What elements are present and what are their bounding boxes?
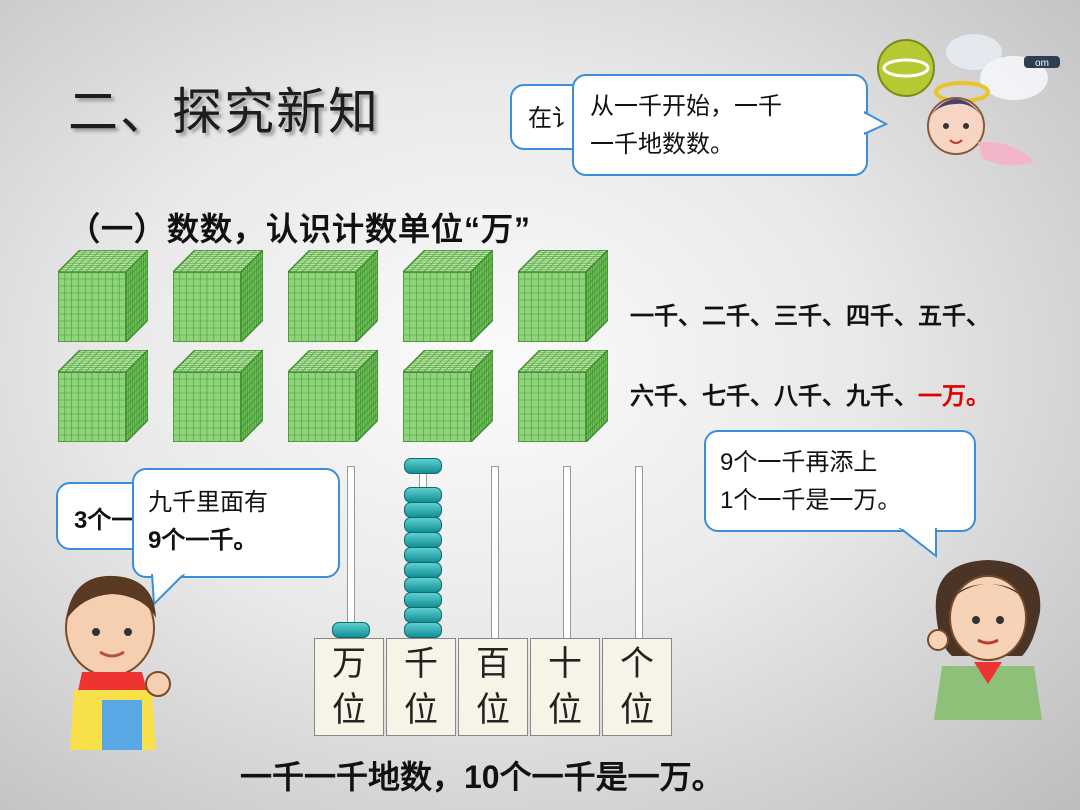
bubble-right-line-1: 9个一千再添上 — [720, 449, 878, 476]
bubble-top-tail — [864, 110, 889, 136]
place-value-name: 个 — [620, 644, 654, 684]
place-value-name: 万 — [332, 644, 366, 684]
place-value-suffix: 位 — [476, 690, 510, 730]
bubble-back-top-text: 在讠 — [528, 105, 576, 132]
place-value-label: 千位 — [386, 638, 456, 736]
counting-row-2-text: 六千、七千、八千、九千、 — [630, 383, 918, 410]
place-value-label: 百位 — [458, 638, 528, 736]
thousand-cube — [288, 350, 378, 442]
place-value-suffix: 位 — [332, 690, 366, 730]
bubble-right-tail — [898, 528, 937, 559]
abacus-bead — [404, 592, 442, 608]
counting-row-1-text: 一千、二千、三千、四千、五千、 — [630, 303, 990, 330]
girl-illustration — [922, 548, 1052, 720]
conclusion-text: 一千一千地数，10个一千是一万。 — [240, 759, 724, 795]
mascot-logo: om — [874, 30, 1064, 180]
abacus-rod — [347, 466, 355, 640]
thousand-cube — [403, 250, 493, 342]
place-value-suffix: 位 — [548, 690, 582, 730]
slide-title: 二、探究新知 — [68, 83, 380, 141]
counting-row-1: 一千、二千、三千、四千、五千、 — [630, 296, 990, 331]
place-value-label: 个位 — [602, 638, 672, 736]
section-subtitle: （一）数数，认识计数单位“万” — [68, 211, 532, 247]
thousand-cube — [518, 350, 608, 442]
place-value-name: 百 — [476, 644, 510, 684]
thousand-cube — [58, 350, 148, 442]
abacus-bead — [404, 607, 442, 623]
place-value-label: 万位 — [314, 638, 384, 736]
abacus-rod — [491, 466, 499, 640]
place-value-label: 十位 — [530, 638, 600, 736]
speech-bubble-top: 从一千开始，一千 一千地数数。 — [572, 74, 868, 176]
thousand-cube — [58, 250, 148, 342]
abacus-bead-removed — [404, 458, 442, 474]
abacus-bead — [404, 487, 442, 503]
abacus-rod — [563, 466, 571, 640]
bubble-top-line-1: 从一千开始，一千 — [590, 93, 782, 120]
counting-row-2: 六千、七千、八千、九千、一万。 — [630, 376, 990, 411]
bubble-right-line-2: 1个一千是一万。 — [720, 487, 902, 514]
place-value-suffix: 位 — [620, 690, 654, 730]
thousand-cube — [288, 250, 378, 342]
abacus-bead — [332, 622, 370, 638]
place-value-name: 千 — [404, 644, 438, 684]
speech-bubble-left: 九千里面有 9个一千。 — [132, 468, 340, 578]
thousand-cube — [173, 250, 263, 342]
abacus-bead — [404, 502, 442, 518]
bubble-left-line-1: 九千里面有 — [148, 489, 268, 516]
bubble-left-tail — [150, 574, 186, 607]
place-value-suffix: 位 — [404, 690, 438, 730]
abacus-bead — [404, 577, 442, 593]
place-value-name: 十 — [548, 644, 582, 684]
thousand-cube — [403, 350, 493, 442]
bubble-left-back-text: 3个一 — [74, 507, 136, 534]
thousand-cube — [173, 350, 263, 442]
abacus-bead — [404, 517, 442, 533]
bubble-left-line-2: 9个一千。 — [148, 527, 258, 554]
abacus-bead — [404, 547, 442, 563]
boy-illustration — [52, 560, 182, 750]
speech-bubble-right: 9个一千再添上 1个一千是一万。 — [704, 430, 976, 532]
counting-row-2-highlight: 一万。 — [918, 383, 990, 410]
abacus-rod — [635, 466, 643, 640]
thousand-cube — [518, 250, 608, 342]
abacus-bead — [404, 622, 442, 638]
bubble-top-line-2: 一千地数数。 — [590, 131, 734, 158]
abacus-bead — [404, 532, 442, 548]
svg-text:om: om — [1035, 58, 1049, 69]
abacus-bead — [404, 562, 442, 578]
